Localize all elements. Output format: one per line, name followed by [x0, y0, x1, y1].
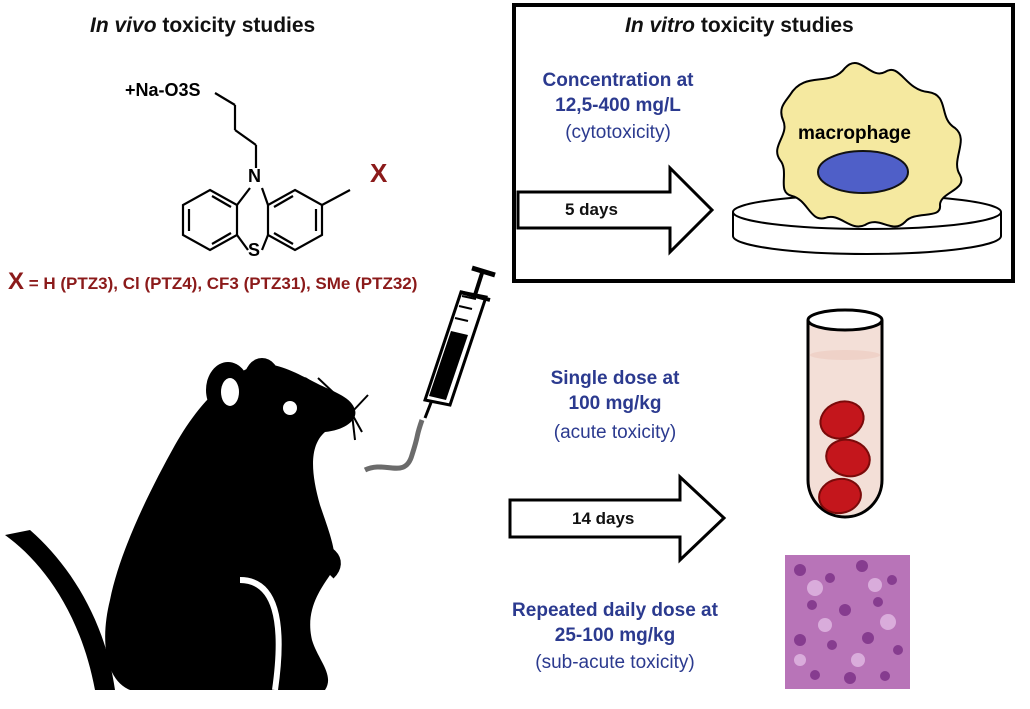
macrophage-label: macrophage [798, 123, 911, 144]
arrow-14-days-label: 14 days [572, 509, 635, 528]
arrow-14-days [508, 473, 727, 564]
nucleus-icon [817, 150, 909, 194]
nitrogen-atom-label: N [248, 166, 261, 186]
arrow-5-days-label: 5 days [565, 200, 618, 219]
red-blood-cells-icon [818, 400, 871, 515]
in-vitro-title: In vitro toxicity studies [625, 14, 854, 37]
subacute-dose-label: Repeated daily dose at 25-100 mg/kg [512, 600, 718, 646]
histology-image [785, 555, 910, 689]
in-vivo-title: In vivo toxicity studies [90, 14, 316, 37]
subacute-toxicity-label: (sub-acute toxicity) [535, 652, 695, 673]
counter-ion-label: +Na-O3S [125, 80, 201, 100]
phenothiazine-structure [181, 92, 351, 252]
substituent-legend: X = H (PTZ3), Cl (PTZ4), CF3 (PTZ31), SM… [8, 268, 418, 295]
acute-dose-label: Single dose at 100 mg/kg [550, 368, 680, 414]
arrow-5-days [516, 164, 715, 256]
sulfur-atom-label: S [248, 240, 261, 260]
cytotoxicity-label: (cytotoxicity) [565, 122, 671, 143]
substituent-x-label: X [370, 158, 388, 188]
macrophage-icon [776, 61, 963, 228]
in-vitro-panel [512, 3, 1015, 283]
acute-toxicity-label: (acute toxicity) [553, 422, 677, 443]
rat-icon [5, 358, 369, 691]
syringe-icon [363, 265, 496, 473]
concentration-label: Concentration at 12,5-400 mg/L [542, 70, 694, 116]
